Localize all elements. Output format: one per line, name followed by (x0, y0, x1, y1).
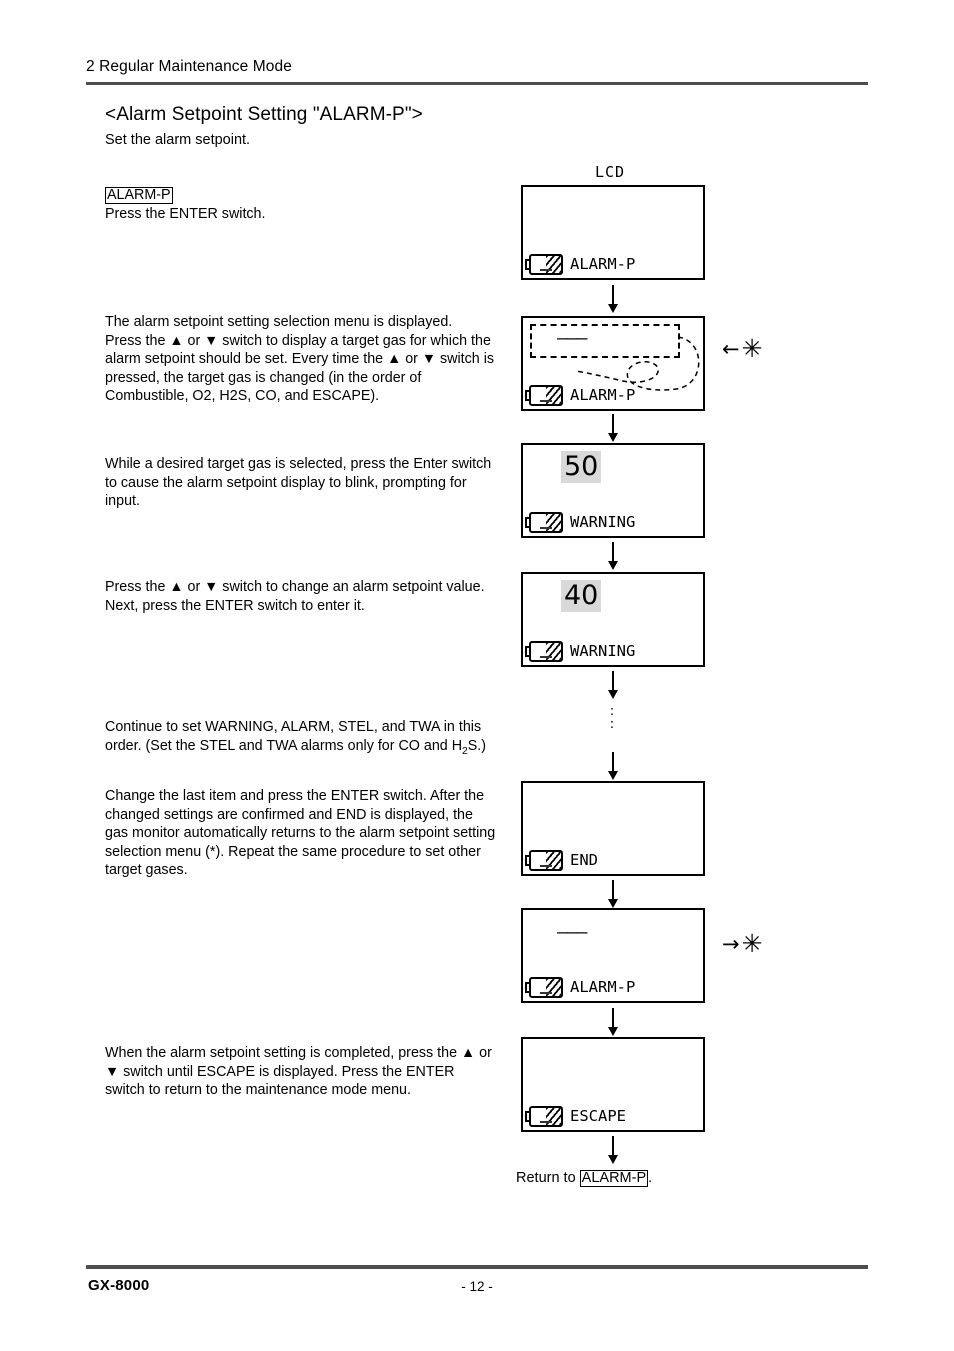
return-marker-right: → ✳ (722, 929, 763, 958)
flow-arrow-1 (607, 285, 619, 313)
lcd-status-row: WARNING (525, 512, 635, 533)
lcd-panel-warning-40: 40 WARNING (521, 572, 705, 667)
battery-icon (525, 512, 563, 533)
lcd-status-row: ALARM-P (525, 385, 635, 406)
flow-arrow-2 (607, 414, 619, 442)
left-arrow-icon: ← (722, 337, 740, 361)
lcd-caption: LCD (595, 163, 626, 181)
battery-icon (525, 385, 563, 406)
ellipsis-dot-1: : (609, 704, 615, 719)
battery-icon (525, 254, 563, 275)
step-6-text: Change the last item and press the ENTER… (105, 788, 496, 879)
lcd-panel-escape: ESCAPE (521, 1037, 705, 1132)
footer-page-number: - 12 - (461, 1279, 493, 1294)
right-arrow-icon: → (722, 932, 740, 956)
flow-arrow-8 (607, 1136, 619, 1164)
flow-arrow-7 (607, 1008, 619, 1036)
flow-arrow-4 (607, 671, 619, 699)
lcd-status-row: ALARM-P (525, 254, 635, 275)
step-5-subscript: 2 (462, 745, 468, 757)
lcd-panel-alarm-p-return: ——— ALARM-P (521, 908, 705, 1003)
step-5-text-post: S.) (467, 737, 487, 754)
footer-model: GX-8000 (88, 1277, 150, 1294)
section-subtitle: Set the alarm setpoint. (105, 132, 251, 148)
return-text-pre: Return to (516, 1170, 580, 1186)
step-2-text: The alarm setpoint setting selection men… (105, 314, 495, 405)
lcd-setpoint-value: 40 (561, 580, 602, 612)
flow-arrow-6 (607, 880, 619, 908)
lcd-panel-alarm-p-initial: ALARM-P (521, 185, 705, 280)
lcd-status-row: ESCAPE (525, 1106, 626, 1127)
return-to-line: Return to ALARM-P. (516, 1170, 652, 1187)
lcd-status-text: ESCAPE (570, 1107, 626, 1125)
flow-arrow-5 (607, 752, 619, 780)
battery-icon (525, 641, 563, 662)
step-1-block: ALARM-P Press the ENTER switch. (105, 186, 497, 223)
lcd-status-row: ALARM-P (525, 977, 635, 998)
lcd-status-row: WARNING (525, 641, 635, 662)
page-header-title: 2 Regular Maintenance Mode (86, 58, 292, 75)
section-title: <Alarm Setpoint Setting "ALARM-P"> (105, 104, 423, 125)
header-divider (86, 82, 868, 85)
asterisk-icon: ✳ (741, 334, 763, 363)
lcd-dash-placeholder: ——— (557, 328, 587, 349)
selection-dashed-frame (530, 324, 680, 358)
step-3-text: While a desired target gas is selected, … (105, 456, 492, 510)
battery-icon (525, 977, 563, 998)
step-1-boxed-label: ALARM-P (105, 187, 173, 204)
lcd-panel-warning-50: 50 WARNING (521, 443, 705, 538)
step-7-text: When the alarm setpoint setting is compl… (105, 1045, 492, 1099)
step-1-text: Press the ENTER switch. (105, 205, 266, 222)
asterisk-icon: ✳ (741, 929, 763, 958)
lcd-status-text: WARNING (570, 642, 636, 660)
lcd-status-text: ALARM-P (570, 255, 636, 273)
step-5-text-pre: Continue to set WARNING, ALARM, STEL, an… (105, 719, 482, 754)
step-4-text: Press the ▲ or ▼ switch to change an ala… (105, 579, 485, 614)
footer-divider (86, 1265, 868, 1269)
flow-ellipsis: : : (604, 705, 620, 731)
lcd-panel-alarm-p-select: ——— ALARM-P (521, 316, 705, 411)
lcd-setpoint-value: 50 (561, 451, 602, 483)
return-boxed-label: ALARM-P (579, 1170, 649, 1187)
lcd-status-text: ALARM-P (570, 978, 636, 996)
flow-arrow-3 (607, 542, 619, 570)
battery-icon (525, 850, 563, 871)
lcd-dash-placeholder: ——— (557, 922, 587, 943)
lcd-status-row: END (525, 850, 598, 871)
lcd-status-text: WARNING (570, 513, 636, 531)
return-text-post: . (648, 1170, 653, 1186)
lcd-status-text: ALARM-P (570, 386, 636, 404)
return-marker-left: ← ✳ (722, 334, 763, 363)
lcd-status-text: END (570, 851, 598, 869)
battery-icon (525, 1106, 563, 1127)
ellipsis-dot-2: : (609, 717, 615, 732)
lcd-panel-end: END (521, 781, 705, 876)
step-5-text: Continue to set WARNING, ALARM, STEL, an… (105, 718, 497, 761)
